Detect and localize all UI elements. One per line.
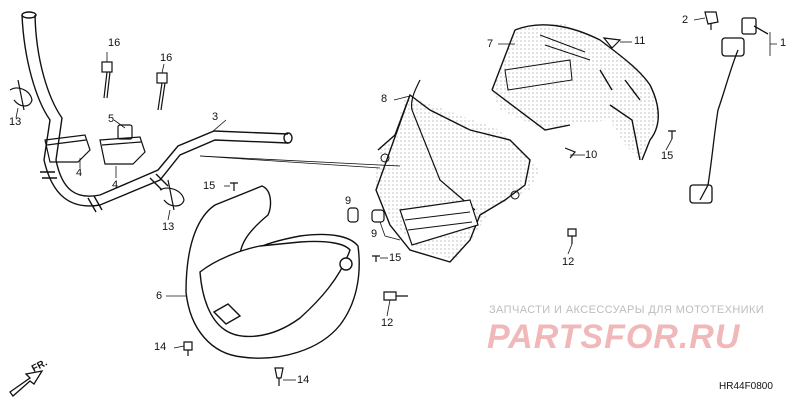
callout-16-right: 16	[160, 52, 173, 64]
wire-band-right	[159, 179, 185, 211]
callout-5: 5	[108, 113, 115, 125]
callout-12-right: 12	[562, 256, 575, 268]
screws	[183, 37, 676, 386]
callout-15-right: 15	[661, 150, 674, 162]
callout-3: 3	[212, 111, 219, 123]
callout-14-lower: 14	[297, 374, 310, 386]
callout-11: 11	[634, 35, 646, 47]
callout-8: 8	[381, 93, 388, 105]
callout-13-left: 13	[9, 116, 22, 128]
callout-4-left: 4	[76, 167, 83, 179]
callout-10: 10	[585, 149, 598, 161]
watermark-logo: PARTSFOR.RU	[487, 318, 741, 356]
callout-9-upper: 9	[345, 195, 352, 207]
bolt-16-left	[101, 61, 113, 99]
headlight-cover	[185, 185, 360, 359]
grommets-9	[347, 207, 385, 223]
upper-cover	[491, 22, 660, 161]
callout-4-right: 4	[112, 179, 119, 191]
callout-9-lower: 9	[371, 228, 378, 240]
callout-15-left: 15	[203, 180, 216, 192]
leader-lines	[15, 17, 777, 381]
callout-15-center: 15	[389, 252, 402, 264]
handlebar	[21, 11, 293, 213]
bolt-16-right	[156, 72, 168, 111]
handlebar-holder-left	[44, 134, 91, 163]
callout-16-left: 16	[108, 37, 121, 49]
callout-7: 7	[487, 38, 494, 50]
wire-band-left	[9, 79, 33, 111]
callout-1: 1	[780, 37, 787, 49]
callout-6: 6	[156, 290, 163, 302]
inner-panel	[375, 79, 540, 263]
drawing-code: HR44F0800	[719, 381, 773, 392]
callout-12-lower: 12	[381, 317, 394, 329]
callout-13-right: 13	[162, 221, 175, 233]
wire-harness	[689, 17, 769, 204]
clip-2	[704, 11, 719, 30]
handlebar-holder-right	[99, 124, 146, 165]
callout-2: 2	[682, 14, 689, 26]
watermark-caption: ЗАПЧАСТИ И АКСЕССУАРЫ ДЛЯ МОТОТЕХНИКИ	[489, 304, 765, 316]
front-direction-arrow	[9, 370, 44, 397]
callout-14-upper: 14	[154, 341, 167, 353]
